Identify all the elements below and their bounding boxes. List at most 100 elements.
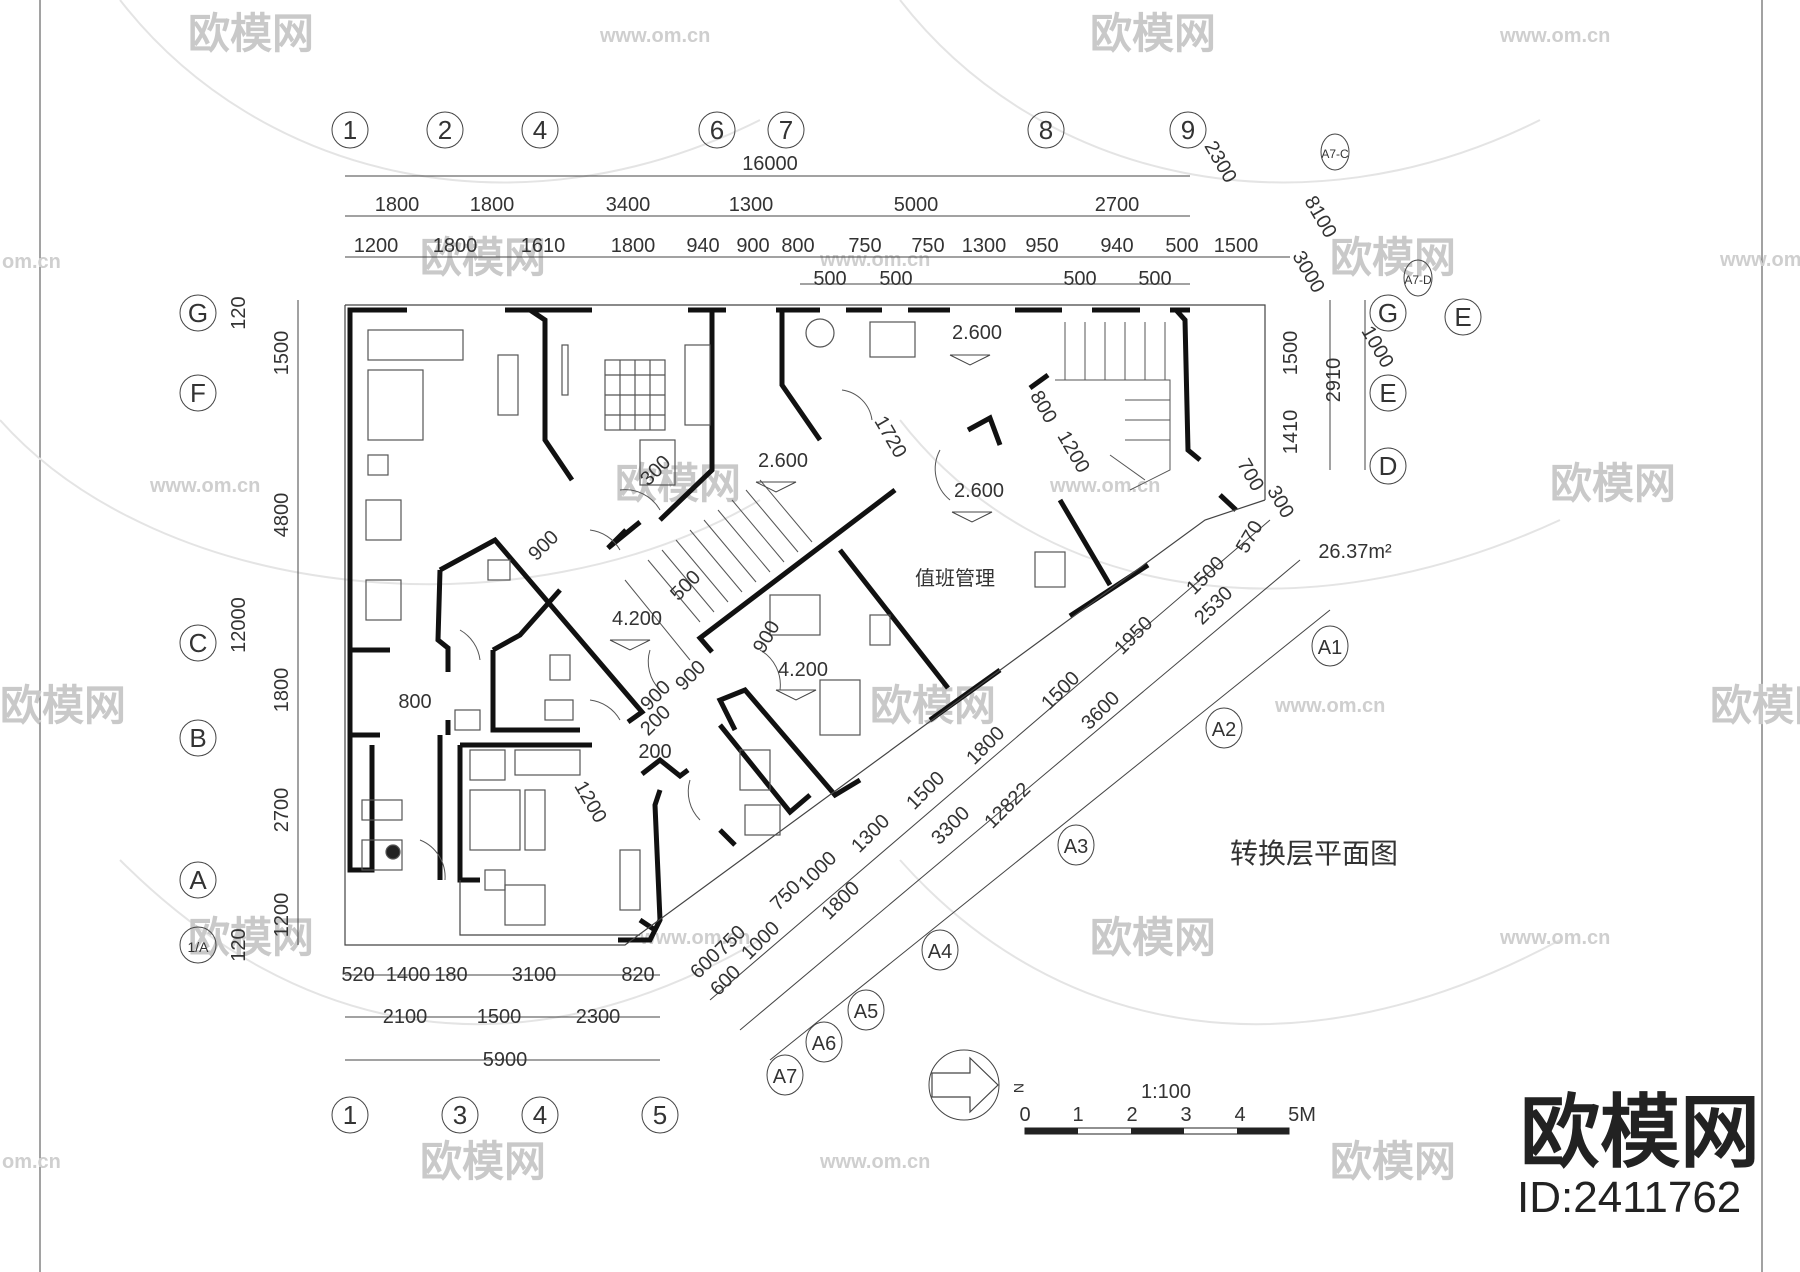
dim-bottom-row1: 520 (341, 964, 374, 986)
shelf-icon (561, 344, 569, 396)
inner-dim: 200 (638, 741, 671, 763)
brand-id-label: ID:2411762 (1517, 1173, 1741, 1222)
desk-icon (769, 594, 821, 636)
bed-icon (469, 789, 521, 851)
scale-bar: 1:100 0 1 2 3 4 5M (1019, 1081, 1316, 1135)
area-label: 26.37m² (1318, 541, 1392, 563)
dim-top-row2: 800 (781, 235, 814, 257)
axis-label-e-far: E (1454, 302, 1471, 332)
axis-bubble: A2 (1205, 707, 1243, 749)
axis-bubble: 1 (331, 1096, 369, 1134)
axis-label-a7: A7 (773, 1066, 797, 1088)
stairs (624, 322, 1171, 661)
dim-top-row3: 500 (813, 268, 846, 290)
dim-top-row3: 500 (879, 268, 912, 290)
dim-top-row2: 940 (686, 235, 719, 257)
axis-label-8: 8 (1039, 115, 1053, 145)
axis-label-5: 5 (653, 1100, 667, 1130)
tv-cabinet-icon (497, 354, 519, 416)
armchair-icon (365, 499, 402, 541)
axis-bubble: A4 (921, 929, 959, 971)
axis-label-g-right: G (1378, 298, 1398, 328)
dim-left: 120 (228, 296, 250, 329)
axis-bubble: G (1369, 294, 1407, 332)
door-swings (419, 389, 951, 881)
axis-bubble: C (179, 624, 217, 662)
dim-top-row1: 1800 (470, 194, 515, 216)
dimension-texts-right: 1500 2910 1410 2300 8100 3000 1000 (1200, 137, 1398, 454)
dim-bottom-total: 5900 (483, 1049, 528, 1071)
axis-bubble: B (179, 719, 217, 757)
dim-right: 1410 (1280, 410, 1302, 455)
dim-diag: 1500 (1037, 667, 1084, 714)
inner-dim: 1200 (1053, 427, 1094, 477)
axis-bubble: A7-D (1403, 259, 1433, 297)
toilet-icon (805, 318, 835, 348)
bed-icon (819, 679, 861, 736)
watermark-url: www.om.cn (1719, 249, 1800, 271)
elevation-label: 4.200 (778, 659, 828, 681)
axis-label-7: 7 (779, 115, 793, 145)
dim-top-row1: 2700 (1095, 194, 1140, 216)
dim-top-row2: 750 (911, 235, 944, 257)
tv-icon (367, 454, 389, 476)
axis-bubble: 2 (426, 111, 464, 149)
room-label-duty-office: 值班管理 (915, 567, 995, 590)
dim-left-total: 12000 (228, 597, 250, 653)
dim-bottom-row1: 820 (621, 964, 654, 986)
dim-right-diag: 1000 (1357, 322, 1398, 372)
wardrobe-icon (684, 344, 711, 426)
watermark-url: www.om.cn (1049, 475, 1160, 497)
sofa-icon (367, 329, 464, 361)
dim-bottom-row1: 1400 (386, 964, 431, 986)
watermark-logo-text-clipped: 欧模网 (0, 682, 126, 729)
axis-bubble: A7-C (1320, 133, 1350, 171)
axis-label-a1: A1 (1318, 637, 1342, 659)
dim-diag: 570 (1232, 517, 1268, 557)
watermark-url: www.om.cn (819, 249, 930, 271)
watermark-logo-text: 欧模网 (1550, 460, 1676, 507)
watermark-url: www.om.cn (599, 25, 710, 47)
inner-dim: 200 (636, 701, 675, 740)
axis-bubble: A6 (805, 1021, 843, 1063)
elevation-label: 2.600 (952, 322, 1002, 344)
dimension-texts-top: 16000 1800 1800 3400 1300 5000 2700 1200… (354, 153, 1259, 290)
axis-bubble: A1 (1311, 625, 1349, 667)
axis-label-1: 1 (343, 1100, 357, 1130)
dim-top-total: 16000 (742, 153, 798, 175)
watermark-url: www.om.cn (149, 475, 260, 497)
axis-bubbles-left: G F C B A 1/A (179, 294, 217, 964)
armchair-icon (504, 884, 546, 926)
axis-bubble: D (1369, 447, 1407, 485)
axis-label-a3: A3 (1064, 836, 1088, 858)
axis-label-g: G (188, 298, 208, 328)
dim-right-diag: 3000 (1288, 247, 1329, 297)
sink-icon (744, 804, 781, 836)
brand-name: 欧模网 (1520, 1086, 1760, 1179)
axis-label-d-right: D (1379, 451, 1398, 481)
axis-label-4: 4 (533, 1100, 547, 1130)
inner-dim: 900 (749, 617, 785, 657)
elevation-label: 2.600 (954, 480, 1004, 502)
north-arrow-icon: N (928, 1049, 1027, 1121)
dim-diag: 1500 (902, 767, 949, 814)
inner-dim: 800 (398, 691, 431, 713)
axis-bubble: 4 (521, 1096, 559, 1134)
axis-label-a4: A4 (928, 941, 952, 963)
watermark-logo-text: 欧模网 (420, 1138, 546, 1185)
dim-right: 1500 (1280, 331, 1302, 376)
axis-bubble: 5 (641, 1096, 679, 1134)
dim-diag: 12822 (980, 778, 1035, 833)
shower-icon (739, 749, 771, 791)
dim-top-row2: 1800 (611, 235, 656, 257)
dim-bottom-row1: 180 (434, 964, 467, 986)
sink-icon (544, 699, 574, 721)
watermark-url: www.om.cn (819, 1151, 930, 1173)
watermark-url-short: om.cn (2, 1151, 61, 1173)
axis-bubble: E (1444, 298, 1482, 336)
axis-bubble: A5 (847, 989, 885, 1031)
dim-bottom-row1: 3100 (512, 964, 557, 986)
inner-dim: 1720 (870, 412, 911, 462)
axis-bubble: 9 (1169, 111, 1207, 149)
